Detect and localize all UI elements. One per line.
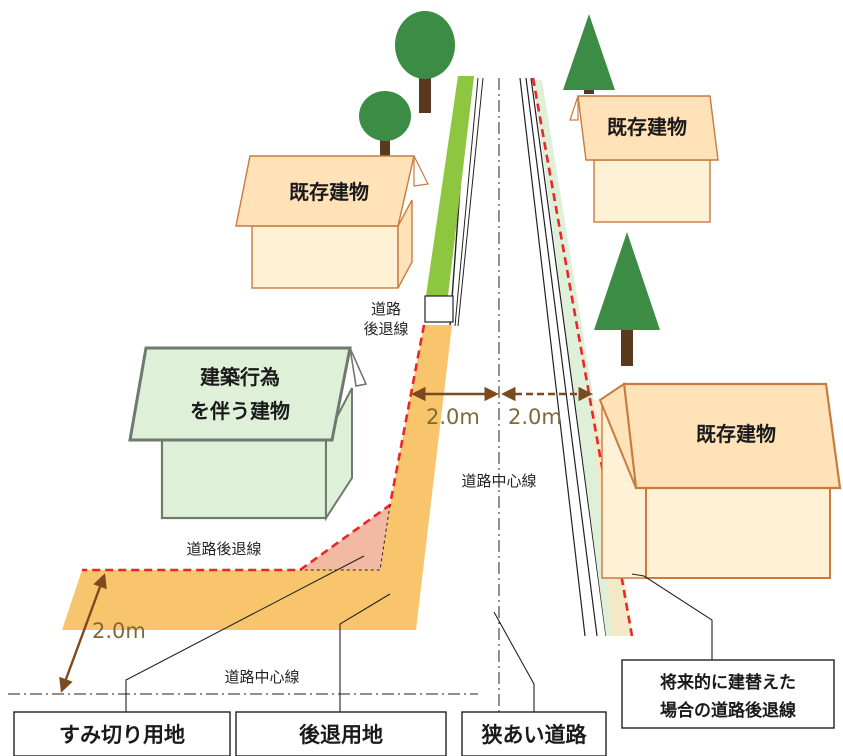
tree-icon — [395, 11, 455, 113]
tree-icon — [594, 232, 660, 366]
tree-icon — [359, 91, 411, 156]
existing-building-label: 既存建物 — [607, 115, 687, 139]
narrow-road-label: 狭あい道路 — [481, 723, 588, 747]
setback-marker-box — [424, 295, 454, 323]
construction-building-label-line1: 建築行為 — [200, 365, 280, 389]
setback-land-label: 後退用地 — [299, 723, 383, 747]
hedge-strip — [426, 76, 474, 296]
existing-building-top-left: 既存建物 — [235, 155, 429, 289]
road-center-line-label: 道路中心線 — [461, 472, 536, 490]
dimension-arrow-bottom — [59, 573, 107, 693]
corner-cut-label: すみ切り用地 — [59, 723, 185, 747]
narrow-road-box: 狭あい道路 — [461, 711, 607, 756]
setback-line-label: 道路後退線 — [186, 540, 261, 558]
dimension-label-bottom: 2.0m — [92, 619, 146, 643]
future-setback-box: 将来的に建替えた 場合の道路後退線 — [621, 659, 835, 729]
setback-line-label-2: 後退線 — [363, 320, 408, 338]
road-center-line-label-bottom: 道路中心線 — [224, 668, 299, 686]
dimension-label-right: 2.0m — [508, 405, 562, 429]
future-setback-label-line2: 場合の道路後退線 — [660, 700, 796, 721]
setback-land-box: 後退用地 — [235, 711, 447, 756]
future-setback-label-line1: 将来的に建替えた — [660, 672, 796, 693]
construction-building-label-line2: を伴う建物 — [190, 399, 290, 423]
existing-building-label: 既存建物 — [289, 180, 369, 204]
existing-building-top-right: 既存建物 — [569, 95, 719, 223]
existing-building-right: 既存建物 — [598, 382, 842, 579]
corner-cut-box: すみ切り用地 — [13, 711, 231, 756]
setback-line-label-1: 道路 — [371, 300, 401, 318]
construction-building: 建築行為 を伴う建物 — [128, 346, 368, 522]
dimension-label-left: 2.0m — [426, 405, 480, 429]
existing-building-label: 既存建物 — [696, 422, 776, 446]
leader-lines — [125, 555, 713, 712]
tree-icon — [563, 14, 615, 94]
